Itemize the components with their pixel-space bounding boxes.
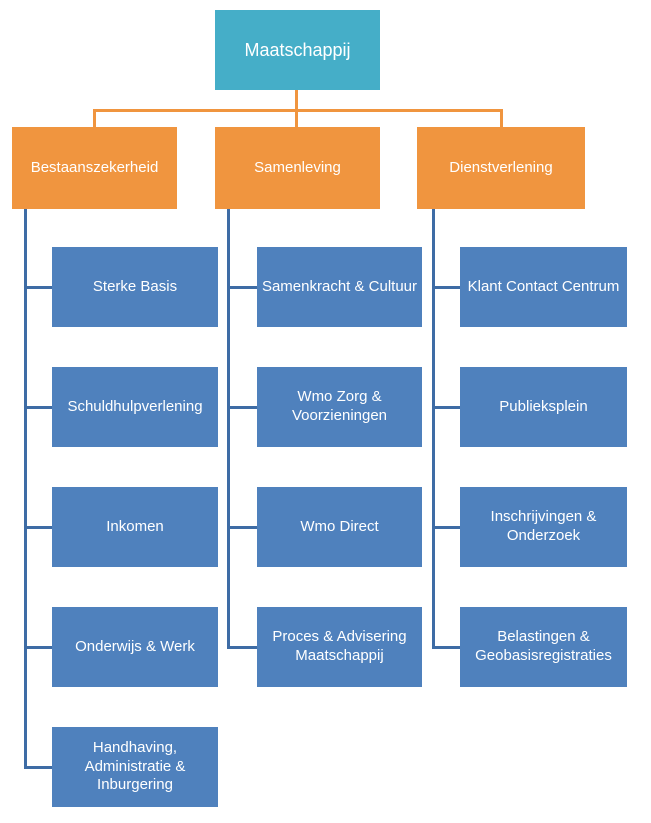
connector-col3-tick1 bbox=[432, 286, 460, 289]
connector-branch3-stub bbox=[500, 111, 503, 127]
connector-col3-spine bbox=[432, 209, 435, 649]
connector-col1-spine bbox=[24, 209, 27, 769]
node-maatschappij: Maatschappij bbox=[215, 10, 380, 90]
connector-col1-tick1 bbox=[24, 286, 52, 289]
node-samenkracht-cultuur: Samenkracht & Cultuur bbox=[257, 247, 422, 327]
connector-col1-tick3 bbox=[24, 526, 52, 529]
node-sterke-basis: Sterke Basis bbox=[52, 247, 218, 327]
node-inschrijvingen-onderzoek: Inschrijvingen & Onderzoek bbox=[460, 487, 627, 567]
node-klant-contact-centrum: Klant Contact Centrum bbox=[460, 247, 627, 327]
node-wmo-direct: Wmo Direct bbox=[257, 487, 422, 567]
connector-col2-tick1 bbox=[227, 286, 257, 289]
node-samenleving: Samenleving bbox=[215, 127, 380, 209]
connector-col3-tick2 bbox=[432, 406, 460, 409]
node-bestaanszekerheid: Bestaanszekerheid bbox=[12, 127, 177, 209]
connector-root-stub bbox=[295, 90, 298, 110]
node-onderwijs-werk: Onderwijs & Werk bbox=[52, 607, 218, 687]
connector-col2-tick3 bbox=[227, 526, 257, 529]
node-dienstverlening: Dienstverlening bbox=[417, 127, 585, 209]
connector-branch1-stub bbox=[93, 111, 96, 127]
node-proces-advisering-maatschappij: Proces & Advisering Maatschappij bbox=[257, 607, 422, 687]
node-handhaving-administratie-inburgering: Handhaving, Administratie & Inburgering bbox=[52, 727, 218, 807]
node-wmo-zorg-voorzieningen: Wmo Zorg & Voorzieningen bbox=[257, 367, 422, 447]
node-publieksplein: Publieksplein bbox=[460, 367, 627, 447]
connector-col3-tick4 bbox=[432, 646, 460, 649]
node-belastingen-geobasisregistraties: Belastingen & Geobasisregistraties bbox=[460, 607, 627, 687]
connector-col3-tick3 bbox=[432, 526, 460, 529]
connector-col1-tick4 bbox=[24, 646, 52, 649]
connector-branch2-stub bbox=[295, 111, 298, 127]
connector-col2-tick2 bbox=[227, 406, 257, 409]
connector-col2-tick4 bbox=[227, 646, 257, 649]
node-inkomen: Inkomen bbox=[52, 487, 218, 567]
connector-col2-spine bbox=[227, 209, 230, 649]
node-schuldhulpverlening: Schuldhulpverlening bbox=[52, 367, 218, 447]
connector-branch-bar bbox=[93, 109, 503, 112]
connector-col1-tick2 bbox=[24, 406, 52, 409]
connector-col1-tick5 bbox=[24, 766, 52, 769]
